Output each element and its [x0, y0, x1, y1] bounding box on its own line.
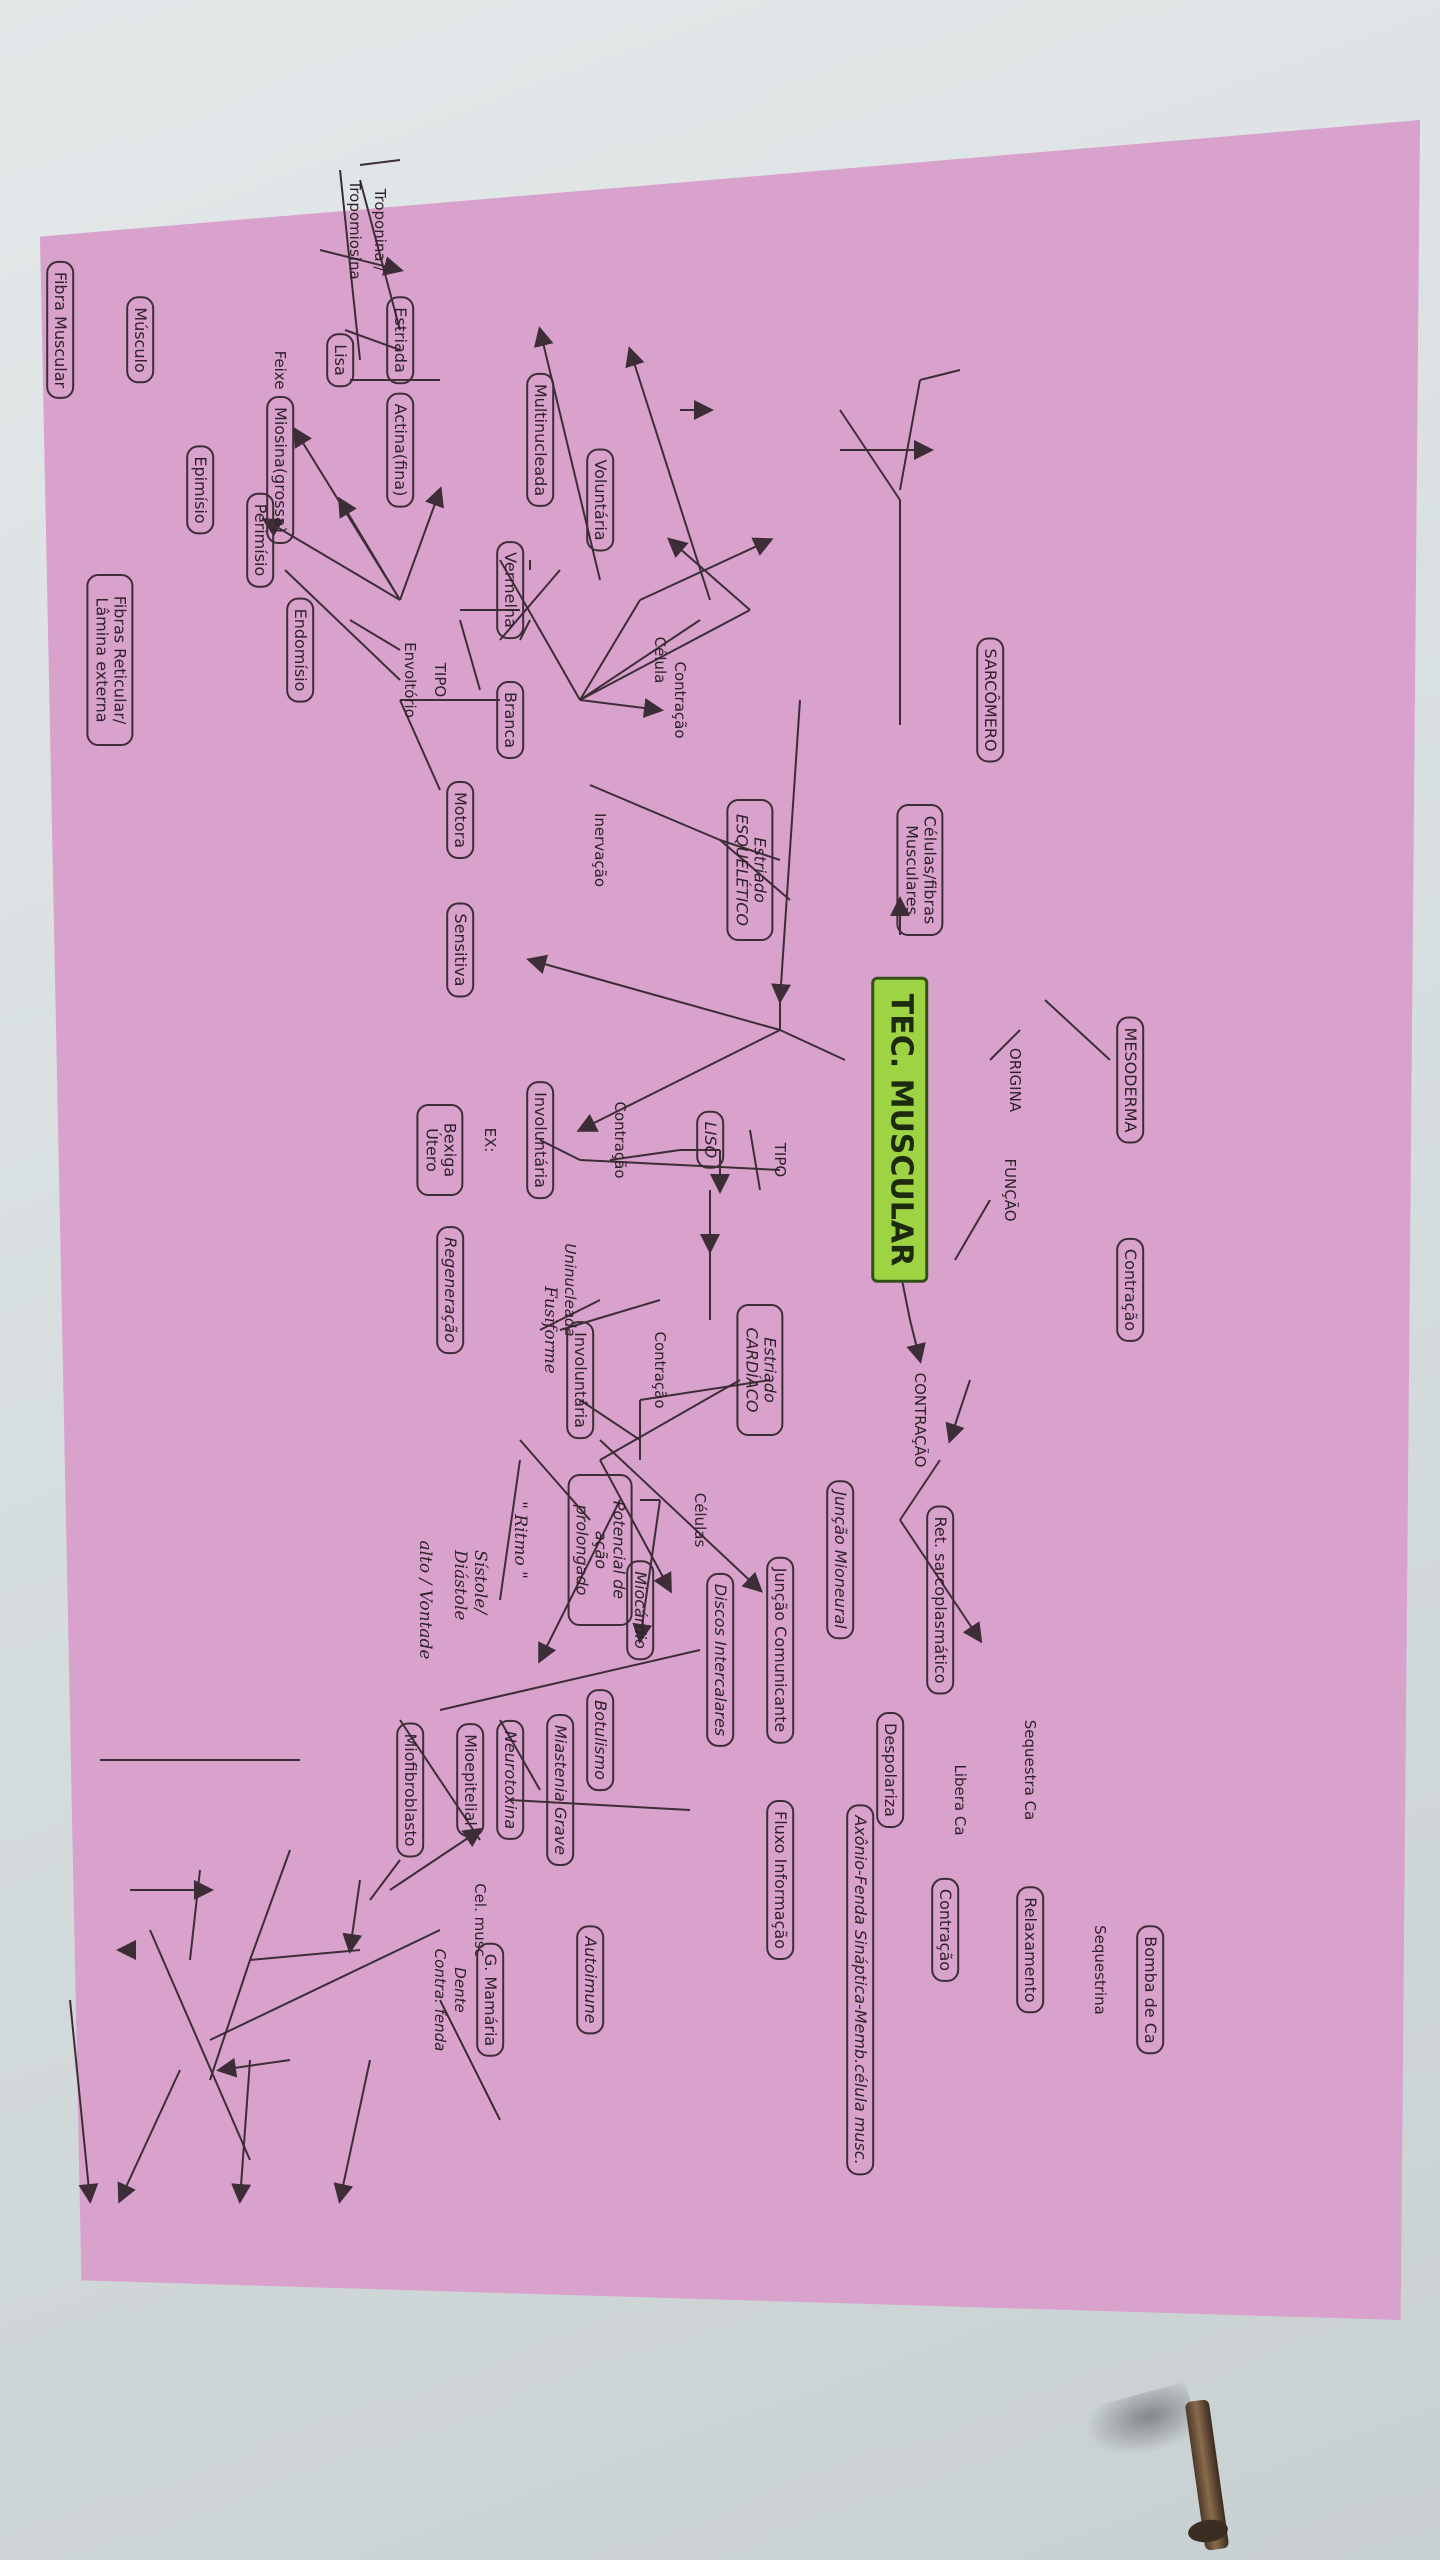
label-tipo-fibra: TIPO	[431, 662, 449, 698]
concept-map-stage: TEC. MUSCULAR ORIGINA MESODERMA FUNÇÃO C…	[40, 0, 1400, 2560]
node-juncao-comunicante: Junção Comunicante	[765, 1556, 795, 1744]
node-bexiga-utero: Bexiga Útero	[416, 1104, 464, 1196]
node-mesoderma: MESODERMA	[1115, 1016, 1145, 1144]
label-ex: EX:	[481, 1127, 499, 1153]
node-juncao-mioneural: Junção Mioneural	[825, 1480, 855, 1640]
label-feixe: Feixe	[271, 350, 289, 390]
node-endomisio: Endomísio	[285, 597, 315, 703]
node-epimisio: Epimísio	[185, 445, 215, 535]
node-sarcomero: SARCÔMERO	[975, 637, 1005, 763]
node-fibras-reticulares: Fibras Reticular/ Lâmina externa	[86, 574, 134, 746]
node-liso: LISO	[695, 1110, 725, 1170]
label-libera-ca: Libera Ca	[951, 1764, 969, 1836]
node-musculo: Músculo	[125, 296, 155, 384]
label-origina: ORIGINA	[1006, 1047, 1024, 1113]
label-tipo: TIPO	[771, 1142, 789, 1178]
node-miastenia: Miastenia Grave	[545, 1713, 575, 1867]
node-miofibroblasto: Miofibroblasto	[395, 1722, 425, 1858]
node-sensitiva: Sensitiva	[445, 902, 475, 998]
node-motora: Motora	[445, 780, 475, 860]
label-celula: Célula	[651, 636, 669, 684]
label-dente: Dente	[451, 1967, 469, 2013]
node-branca: Branca	[495, 680, 525, 760]
label-fusiforme: Fusiforme	[540, 1286, 560, 1374]
node-neurotoxina: Neurotoxina	[495, 1719, 525, 1841]
node-ret-sarcoplasmatico: Ret. sarcoplasmático	[925, 1505, 955, 1695]
node-estriado-esqueletico: Estriado ESQUELÉTICO	[726, 799, 774, 941]
node-contracao-funcao: Contração	[1115, 1237, 1145, 1343]
label-tropomiosina: Tropomiosina	[346, 180, 364, 280]
label-contracao-cardiaco: Contração	[651, 1331, 669, 1409]
node-potencial: Potencial de ação prolongado	[567, 1474, 633, 1626]
label-sequestrina: Sequestrina	[1091, 1925, 1109, 2015]
label-contracao-caps: CONTRAÇÃO	[911, 1372, 929, 1468]
label-contracao-liso: Contração	[611, 1101, 629, 1179]
node-mioepitelial: Mioepitelial	[455, 1723, 485, 1837]
node-estriada: Estriada	[385, 296, 415, 384]
node-fluxo: Fluxo Informação	[765, 1800, 795, 1960]
label-inervacao: Inervação	[591, 812, 609, 888]
node-multinucleada: Multinucleada	[525, 372, 555, 508]
concept-map-links	[69, 159, 1111, 2204]
node-autoimune: Autoimune	[575, 1925, 605, 2035]
node-botulismo: Botulismo	[585, 1689, 615, 1791]
node-axonio: Axônio-Fenda Sináptica-Memb.célula musc.	[845, 1804, 875, 2176]
node-regeneracao: Regeneração	[435, 1226, 465, 1354]
label-celulas: Células	[691, 1492, 709, 1548]
label-ritmo: " Ritmo "	[510, 1501, 530, 1579]
label-sistole: Sístole/ Diástole	[450, 1550, 490, 1621]
node-miocardio: Miocárdio	[625, 1560, 655, 1660]
label-contra-fenda: Contra. fenda	[431, 1948, 449, 2052]
node-vermelha: Vermelha	[495, 541, 525, 639]
label-envoltorio: Envoltório	[401, 642, 419, 718]
node-miosina: Miosina(grossa)	[265, 396, 295, 544]
node-relaxamento: Relaxamento	[1015, 1886, 1045, 2014]
label-funcao: FUNÇÃO	[1001, 1158, 1019, 1222]
label-alto-vontade: alto / Vontade	[415, 1540, 435, 1660]
node-actina: Actina(fina)	[385, 392, 415, 508]
node-voluntaria: Voluntária	[585, 448, 615, 552]
node-bomba-ca: Bomba de Ca	[1135, 1925, 1165, 2055]
label-contracao-esqueletico: Contração	[671, 661, 689, 739]
node-despolariza: Despolariza	[875, 1712, 905, 1828]
node-involuntaria-liso: Involuntária	[525, 1081, 555, 1199]
node-discos: Discos Intercalares	[705, 1572, 735, 1748]
node-contracao-ca: Contração	[930, 1877, 960, 1983]
label-troponina: Troponina /	[371, 188, 389, 272]
label-sequestra-ca: Sequestra Ca	[1021, 1719, 1039, 1821]
central-node: TEC. MUSCULAR	[871, 976, 929, 1284]
node-lisa: Lisa	[325, 333, 355, 387]
node-celulas-fibras: Células/fibras Musculares	[896, 804, 944, 936]
node-fibra-muscular: Fibra Muscular	[45, 260, 75, 400]
pink-poster	[40, 120, 1420, 2320]
node-estriado-cardiaco: Estriado CARDÍACO	[736, 1304, 784, 1436]
node-g-mamaria: G. Mamária	[475, 1942, 505, 2058]
concept-map: TEC. MUSCULAR ORIGINA MESODERMA FUNÇÃO C…	[40, 0, 1400, 2440]
node-involuntaria-cardiaco: Involuntária	[565, 1321, 595, 1439]
